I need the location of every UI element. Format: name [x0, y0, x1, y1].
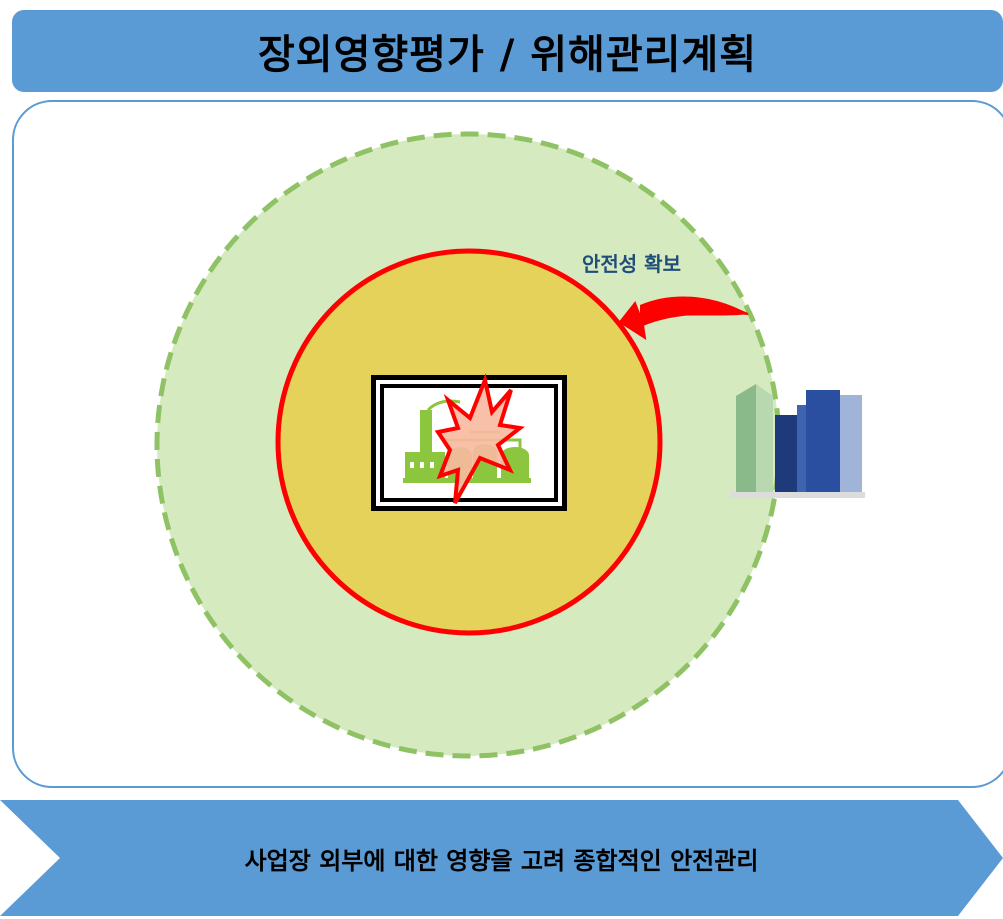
title-bar: 장외영향평가 / 위해관리계획: [12, 10, 1003, 92]
summary-text: 사업장 외부에 대한 영향을 고려 종합적인 안전관리: [244, 846, 759, 875]
curved-arrow-icon: [618, 296, 749, 341]
explosion-icon: [434, 373, 525, 504]
summary-text-wrap: 사업장 외부에 대한 영향을 고려 종합적인 안전관리: [0, 800, 1003, 916]
safety-label: 안전성 확보: [582, 252, 681, 276]
page-title: 장외영향평가 / 위해관리계획: [257, 32, 758, 78]
buildings-icon: [730, 384, 865, 498]
summary-banner: [0, 800, 1003, 916]
